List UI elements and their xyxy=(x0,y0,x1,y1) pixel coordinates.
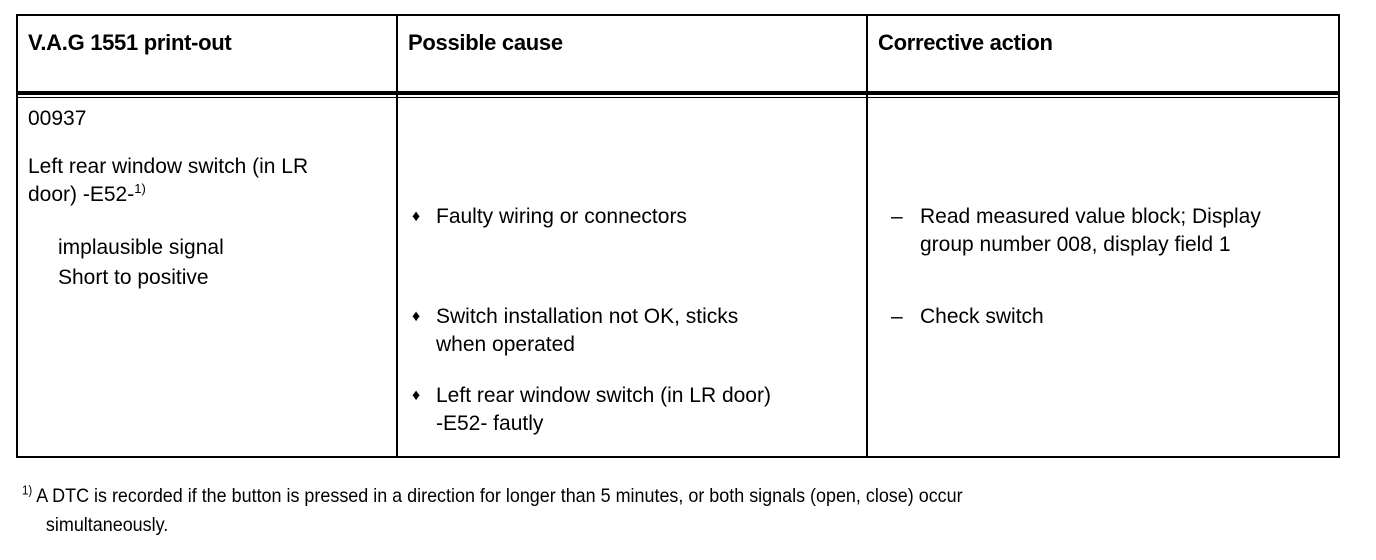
footnote-line-1: 1) A DTC is recorded if the button is pr… xyxy=(22,482,1255,511)
dtc-symptom-item: implausible signal xyxy=(58,235,224,259)
diamond-bullet-icon: ♦ xyxy=(412,308,421,325)
cell-corrective-action: – Read measured value block; Display gro… xyxy=(866,95,1338,456)
dash-bullet-icon: – xyxy=(891,305,903,328)
diamond-bullet-icon: ♦ xyxy=(412,208,421,225)
list-item: ♦ Left rear window switch (in LR door) -… xyxy=(410,382,858,438)
action-entry-1: – Read measured value block; Display gro… xyxy=(890,203,1320,259)
footnote: 1) A DTC is recorded if the button is pr… xyxy=(22,482,1255,541)
dtc-description-line-2: door) -E52- xyxy=(28,182,135,206)
header-cell-printout: V.A.G 1551 print-out xyxy=(18,16,396,91)
column-header-label-possible-cause: Possible cause xyxy=(408,30,563,55)
cause-text-line-1: Left rear window switch (in LR door) xyxy=(436,384,771,407)
cause-text-line-1: Switch installation not OK, sticks xyxy=(436,305,739,328)
footnote-ref-marker: 1) xyxy=(134,180,146,196)
footnote-marker: 1) xyxy=(22,483,33,498)
dtc-symptom-list: implausible signal Short to positive xyxy=(58,233,384,293)
list-item: ♦ Switch installation not OK, sticks whe… xyxy=(410,303,850,359)
column-header-label-printout: V.A.G 1551 print-out xyxy=(28,30,232,55)
cause-text-line-1: Faulty wiring or connectors xyxy=(436,205,687,228)
dash-bullet-icon: – xyxy=(891,205,903,228)
dtc-symptom-item: Short to positive xyxy=(58,265,209,289)
dtc-description: Left rear window switch (in LR door) -E5… xyxy=(28,153,378,209)
action-text-line-1: Check switch xyxy=(920,305,1044,328)
cause-entry-2: ♦ Switch installation not OK, sticks whe… xyxy=(410,303,850,359)
cell-printout: 00937 Left rear window switch (in LR doo… xyxy=(18,95,396,456)
list-item: – Check switch xyxy=(890,303,1320,331)
list-item: ♦ Faulty wiring or connectors xyxy=(410,203,850,231)
action-entry-2: – Check switch xyxy=(890,303,1320,331)
action-text-line-1: Read measured value block; Display xyxy=(920,205,1261,228)
header-cell-possible-cause: Possible cause xyxy=(396,16,866,91)
footnote-text-line-2: simultaneously. xyxy=(45,514,169,537)
column-header-label-corrective-action: Corrective action xyxy=(878,30,1053,55)
footnote-text-line-1: A DTC is recorded if the button is press… xyxy=(36,485,963,507)
dtc-description-line-1: Left rear window switch (in LR xyxy=(28,154,309,178)
table-row: 00937 Left rear window switch (in LR doo… xyxy=(18,95,1338,456)
header-cell-corrective-action: Corrective action xyxy=(866,16,1338,91)
cause-text-line-2: -E52- fautly xyxy=(436,411,544,435)
cause-entry-3: ♦ Left rear window switch (in LR door) -… xyxy=(410,382,858,438)
table-header-row: V.A.G 1551 print-out Possible cause Corr… xyxy=(18,16,1338,98)
cause-entry-1: ♦ Faulty wiring or connectors xyxy=(410,203,850,231)
diamond-bullet-icon: ♦ xyxy=(412,387,421,404)
dtc-code: 00937 xyxy=(28,107,87,130)
cause-text-line-2: when operated xyxy=(436,332,575,356)
printout-content: 00937 Left rear window switch (in LR doo… xyxy=(18,95,396,292)
list-item: – Read measured value block; Display gro… xyxy=(890,203,1320,259)
action-text-line-2: group number 008, display field 1 xyxy=(920,232,1231,256)
cell-possible-cause: ♦ Faulty wiring or connectors ♦ Switch i… xyxy=(396,95,866,456)
dtc-fault-table: V.A.G 1551 print-out Possible cause Corr… xyxy=(16,14,1340,458)
